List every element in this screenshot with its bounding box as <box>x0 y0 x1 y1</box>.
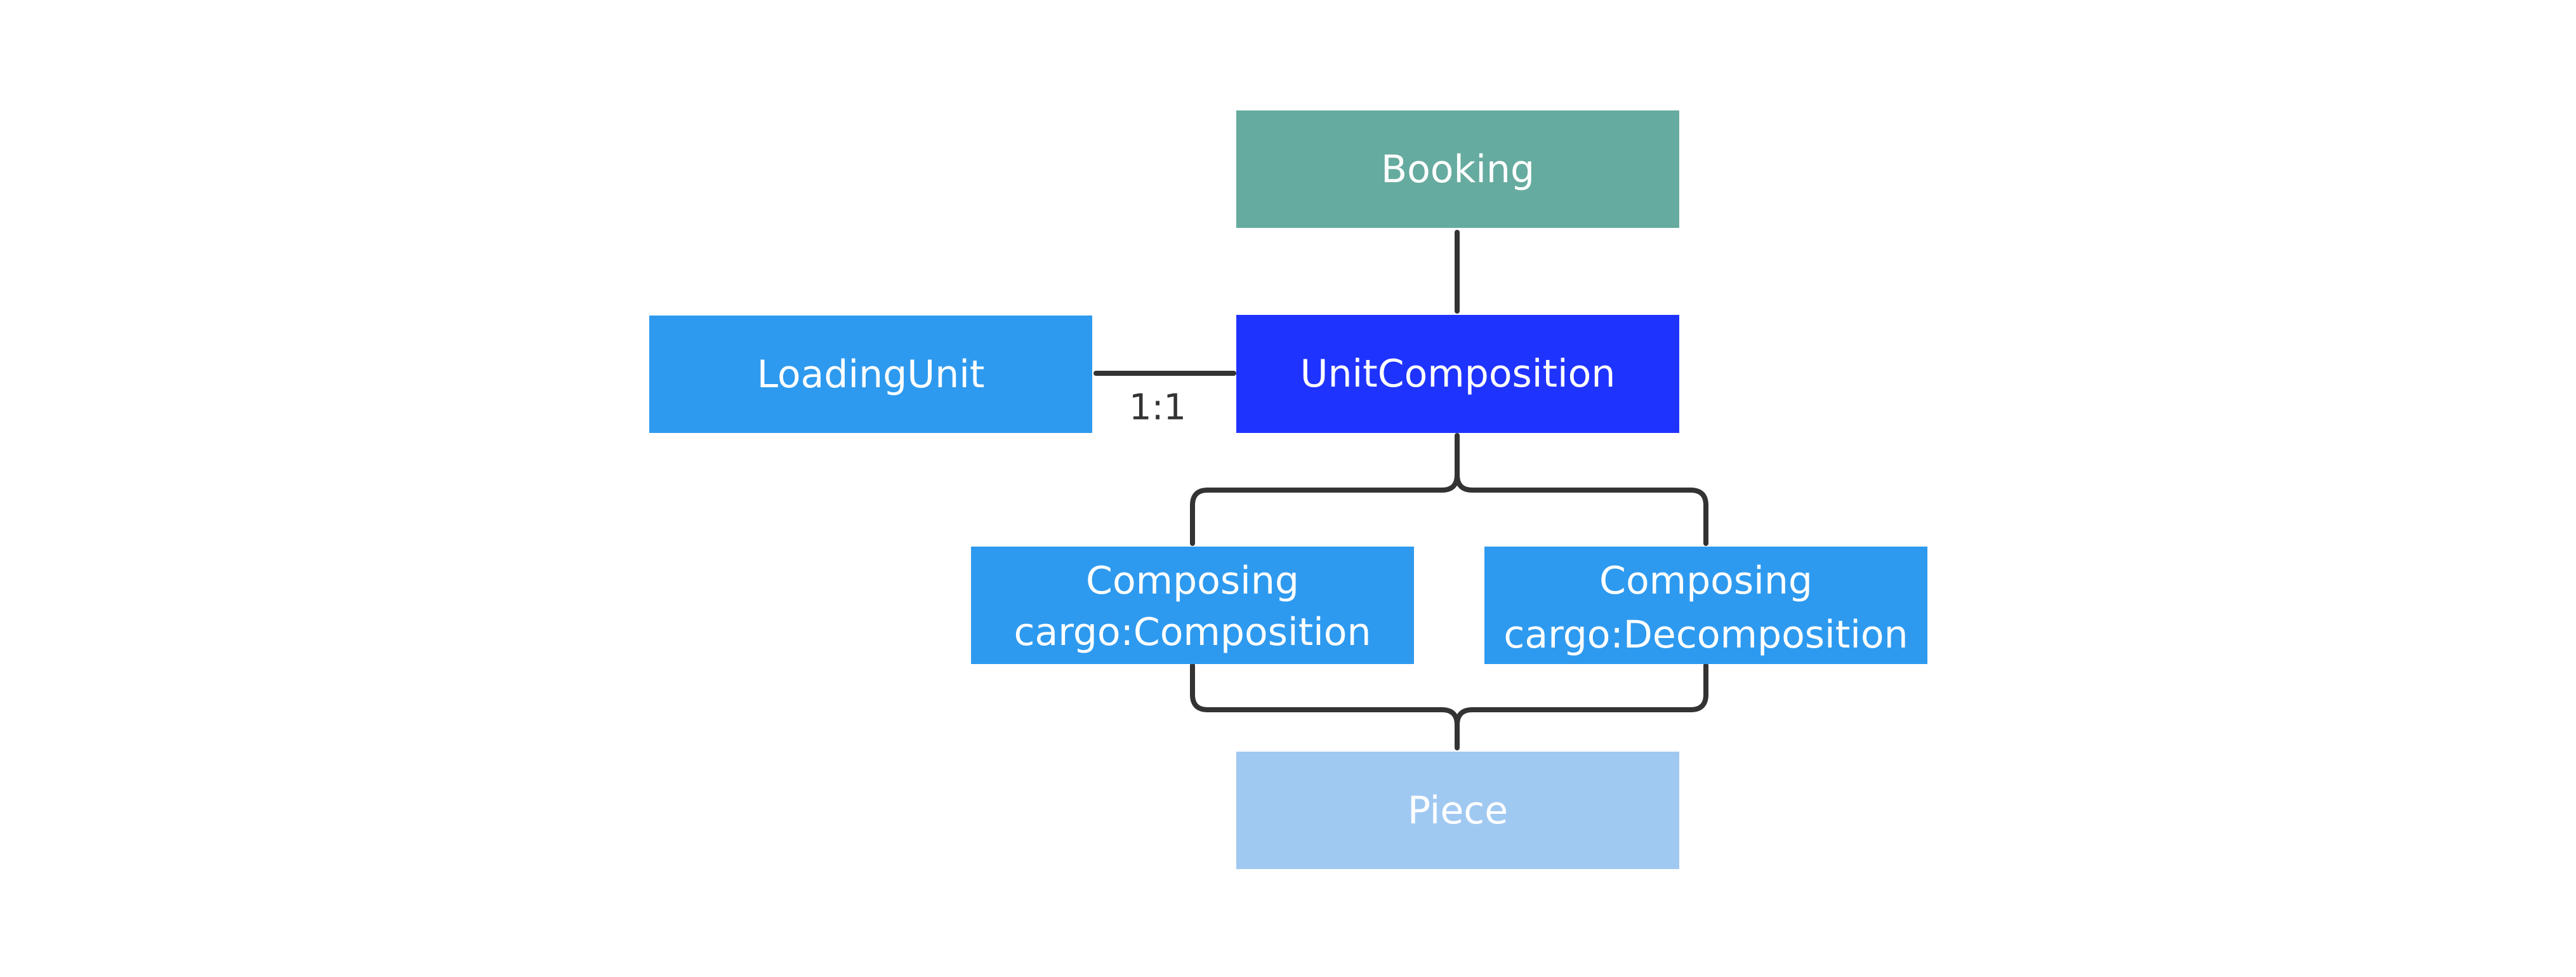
unit-composition-box <box>1236 315 1679 433</box>
unitcomposition-split-connector <box>1190 433 1708 546</box>
loading-unit-box <box>649 316 1092 433</box>
booking-label: Booking <box>1381 147 1535 192</box>
composing-composition-box <box>971 547 1414 664</box>
composing-decomposition-label-line2: cargo:Decomposition <box>1503 613 1908 657</box>
booking-box <box>1236 110 1679 228</box>
booking-node: Booking <box>1236 110 1679 228</box>
piece-box <box>1236 752 1679 869</box>
composing-decomposition-label-line1: Composing <box>1599 559 1813 603</box>
composing-decomposition-node: Composing cargo:Decomposition <box>1484 547 1927 664</box>
unit-composition-node: UnitComposition <box>1236 315 1679 433</box>
loading-unit-label: LoadingUnit <box>757 352 985 397</box>
composing-composition-node: Composing cargo:Composition <box>971 547 1414 664</box>
composing-merge-connector <box>1190 663 1708 750</box>
composing-decomposition-box <box>1484 547 1927 664</box>
composing-composition-label-line2: cargo:Composition <box>1014 610 1371 655</box>
loading-unit-node: LoadingUnit <box>649 316 1092 433</box>
cardinality-label: 1:1 <box>1129 387 1186 429</box>
piece-label: Piece <box>1408 788 1508 833</box>
piece-node: Piece <box>1236 752 1679 869</box>
unit-composition-label: UnitComposition <box>1300 352 1616 396</box>
composing-composition-label-line1: Composing <box>1086 559 1299 603</box>
